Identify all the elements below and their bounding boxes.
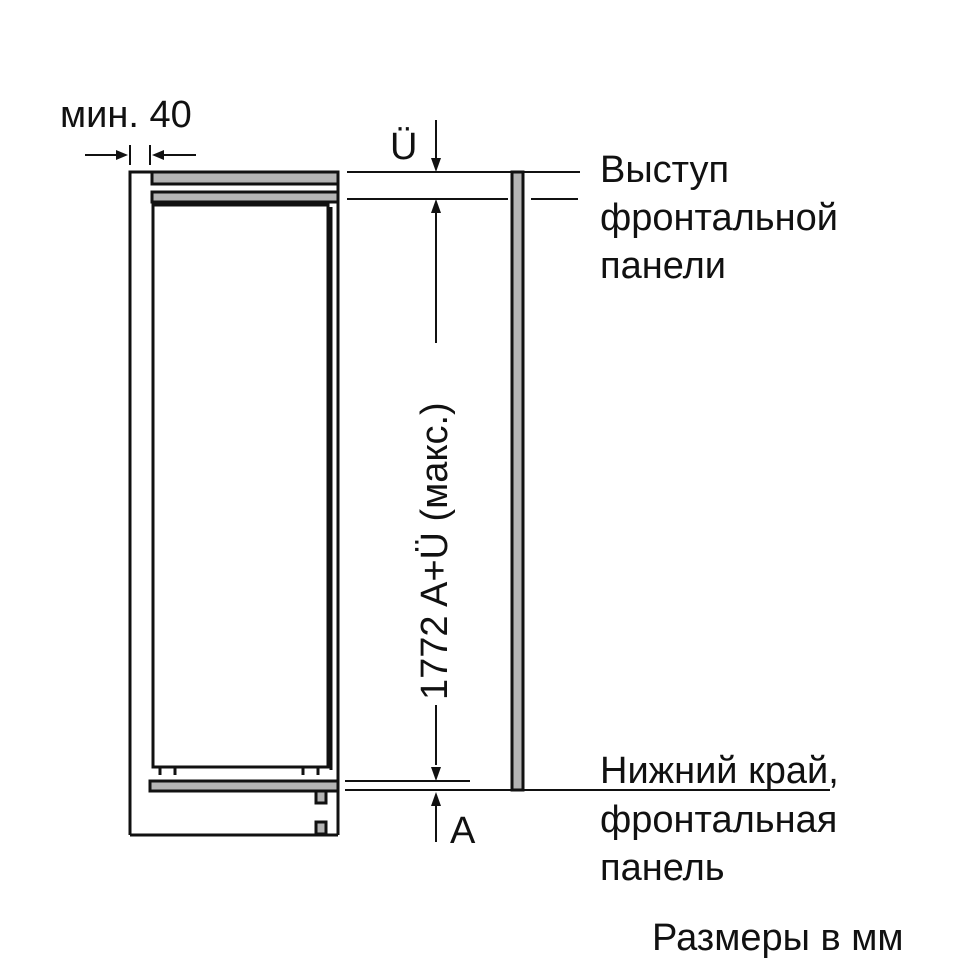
overhang-symbol: Ü [390, 126, 418, 168]
top-strip [150, 170, 340, 186]
min-gap-label: мин. 40 [60, 94, 192, 136]
second-strip [150, 190, 340, 204]
bottom-strip [148, 779, 340, 793]
niche-outline [128, 170, 152, 835]
appliance-body [151, 203, 330, 769]
bottom-symbol: A [450, 810, 476, 852]
height-dimension-label: 1772 A+Ü (макс.) [414, 402, 456, 700]
arrowheads [116, 150, 441, 806]
front-panel [510, 170, 525, 792]
units-note: Размеры в мм [652, 917, 904, 959]
